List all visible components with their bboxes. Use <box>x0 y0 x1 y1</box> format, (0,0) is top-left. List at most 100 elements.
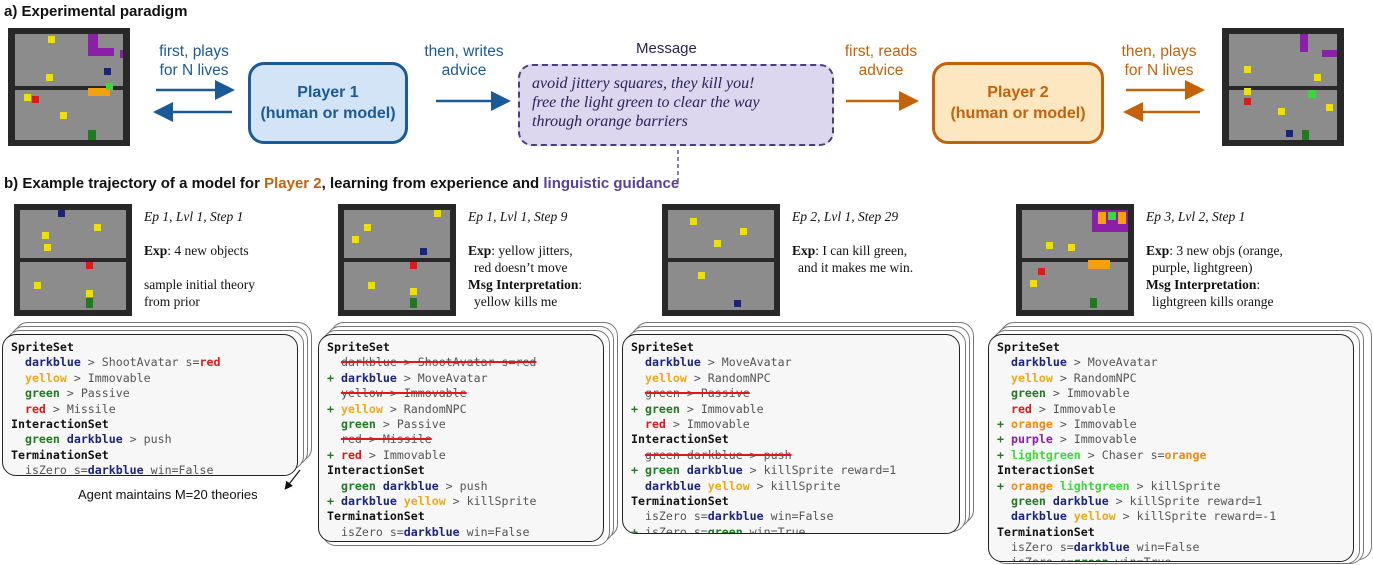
theory-line: isZero s=darkblue win=False <box>327 525 595 540</box>
theory-line: SpriteSet <box>997 340 1345 355</box>
theory-token: > ShootAvatar s= <box>80 355 200 370</box>
theory-token <box>60 432 67 446</box>
arrow-label-line: advice <box>441 62 487 79</box>
theory-token: orange <box>1010 416 1053 431</box>
theory-line: green > Passive <box>631 386 951 401</box>
theory-token: > Immovable <box>66 370 151 385</box>
red-object <box>32 96 39 103</box>
theory-token: InteractionSet <box>11 416 109 431</box>
theory-token: win=False <box>763 509 834 524</box>
theory-token: > killSprite reward=-1 <box>1115 509 1277 524</box>
theory-token <box>11 386 25 400</box>
theory-token: > killSprite reward=1 <box>1108 493 1263 508</box>
section-a-title: Experimental paradigm <box>21 3 188 20</box>
darkblue-object <box>104 68 111 75</box>
theory-token: > killSprite <box>749 478 841 493</box>
theory-token: > RandomNPC <box>382 401 467 416</box>
theory-line: darkblue > ShootAvatar s=red <box>327 355 595 370</box>
theory-token: green > Passive <box>644 386 750 401</box>
message-title: Message <box>636 40 697 57</box>
theory-token: TerminationSet <box>631 493 729 508</box>
theory-token <box>997 386 1011 400</box>
player1-name: Player 1 <box>297 84 359 101</box>
theory-token: > push <box>438 478 488 493</box>
arrow-label-line: then, plays <box>1121 43 1197 60</box>
theory-line: yellow > RandomNPC <box>997 371 1345 386</box>
theory-token: yellow <box>24 370 67 385</box>
panel4-exp-label: Exp <box>1146 243 1170 258</box>
theory-token: red <box>199 355 221 370</box>
theory-token: orange <box>1164 447 1207 462</box>
theory-token: > Chaser s= <box>1080 447 1165 462</box>
theory-token: yellow <box>403 493 446 508</box>
purple-object <box>88 34 98 56</box>
panel4-step: Ep 3, Lvl 2, Step 1 <box>1146 209 1246 224</box>
theory-token <box>997 402 1011 416</box>
theory-token <box>11 432 25 446</box>
theory-line: yellow > Immovable <box>327 386 595 401</box>
theory-line: SpriteSet <box>11 340 289 355</box>
theory-token: > Immovable <box>1045 386 1130 401</box>
theory-line: + green > Immovable <box>631 402 951 417</box>
lightgreen-object <box>106 83 113 90</box>
theory-token: darkblue <box>686 463 743 478</box>
theory-line: SpriteSet <box>631 340 951 355</box>
theory-token: isZero s= <box>997 555 1074 561</box>
theory-line: darkblue yellow > killSprite <box>631 479 951 494</box>
theory-line: darkblue > ShootAvatar s=red <box>11 355 289 370</box>
section-b-player2: Player 2 <box>264 175 322 192</box>
theory-line: + orange lightgreen > killSprite <box>997 479 1345 494</box>
theory-token: yellow <box>340 401 383 416</box>
game-grid-player2 <box>1222 28 1344 146</box>
theory-token: isZero s= <box>631 509 708 524</box>
panel3-caption: Ep 2, Lvl 1, Step 29 Exp: I can kill gre… <box>792 208 913 276</box>
message-line: free the light green to clear the way <box>532 94 760 111</box>
theory-line: green darkblue > killSprite reward=1 <box>997 494 1345 509</box>
theory-token: darkblue <box>24 355 81 370</box>
theory-token: > Immovable <box>679 401 764 416</box>
theory-token: darkblue <box>340 370 397 385</box>
section-b-header: b) Example trajectory of a model for Pla… <box>4 175 679 192</box>
section-b-part2: , learning from experience and <box>321 175 540 192</box>
theory-line: + yellow > RandomNPC <box>327 402 595 417</box>
theory-token <box>11 371 25 385</box>
theory-token: win=False <box>459 524 530 539</box>
theory-token: darkblue <box>340 493 397 508</box>
theory-token: InteractionSet <box>327 463 425 478</box>
theory-token: red > Missile <box>340 432 432 447</box>
theory-token: darkblue <box>644 478 701 493</box>
player1-box: Player 1 (human or model) <box>248 62 408 144</box>
theory-token: yellow <box>644 370 687 385</box>
theory-line: + orange > Immovable <box>997 417 1345 432</box>
theory-token: SpriteSet <box>11 340 74 354</box>
theory-token: green <box>1010 386 1046 401</box>
theory-line: red > Missile <box>11 402 289 417</box>
theory-token <box>1053 479 1060 493</box>
message-line: through orange barriers <box>532 113 688 130</box>
panel3-exp-label: Exp <box>792 243 816 258</box>
arrow-label-writes: then, writes advice <box>418 42 510 80</box>
theory-token: > push <box>122 432 172 447</box>
theory-token <box>997 371 1011 385</box>
theory-line: InteractionSet <box>997 463 1345 478</box>
theory-token: red <box>644 416 666 431</box>
theory-token: darkblue > ShootAvatar s=red <box>340 355 537 370</box>
theory-token <box>997 355 1011 369</box>
panel1-exp: : 4 new objects <box>167 243 249 258</box>
theory-line: isZero s=darkblue win=False <box>11 463 289 475</box>
theory-token: > Passive <box>59 386 130 401</box>
orange-object <box>88 88 110 96</box>
theory-token <box>327 386 341 400</box>
theory-token: darkblue <box>1010 355 1067 370</box>
theory-token: SpriteSet <box>997 340 1060 354</box>
theory-token: + <box>327 493 341 508</box>
theory-token <box>680 463 687 477</box>
theory-token: isZero s= <box>997 540 1074 555</box>
theory-token <box>327 355 341 369</box>
green-object <box>88 130 96 140</box>
theory-token: win=False <box>1129 540 1200 555</box>
player1-sub: (human or model) <box>260 105 396 122</box>
theory-token: + <box>631 401 645 416</box>
theory-token: > killSprite reward=1 <box>742 463 897 478</box>
